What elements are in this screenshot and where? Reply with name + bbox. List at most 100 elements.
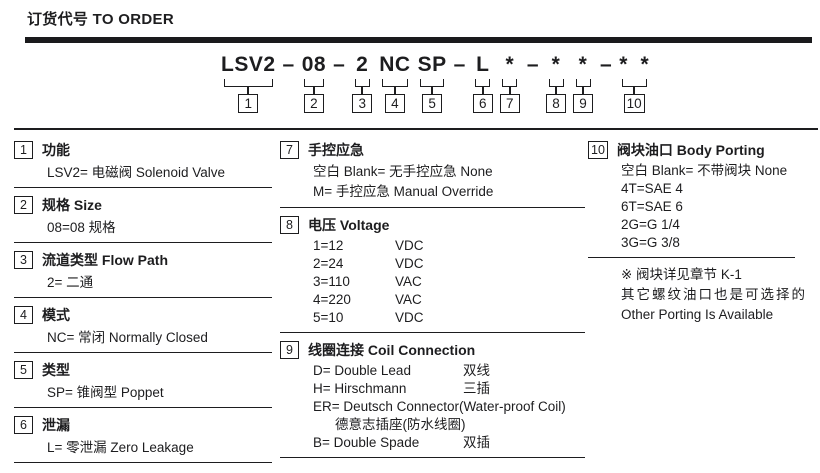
line-secondary-value: 双线: [463, 363, 490, 378]
dash-text: –: [282, 53, 295, 76]
header-divider-rule: [14, 128, 818, 130]
line-code-value: 1=12: [313, 238, 344, 253]
line-code-value: 3=110: [313, 274, 350, 289]
segment-text: L: [476, 53, 490, 76]
segment-text: *: [578, 53, 588, 76]
code-segment-8: *8: [546, 52, 566, 113]
item-title: 线圈连接 Coil Connection: [308, 342, 476, 358]
segment-number-box: 6: [472, 94, 493, 113]
item-title: 类型: [42, 362, 70, 378]
item-line: 08=08 规格: [47, 220, 116, 235]
segment-number-box: 10: [623, 94, 645, 113]
line-secondary-value: 三插: [463, 381, 490, 396]
item-number-box: 3: [14, 251, 33, 269]
line-secondary-value: 双插: [463, 435, 490, 450]
item-title: 手控应急: [308, 142, 364, 158]
line-secondary-value: VAC: [395, 292, 422, 307]
item-line: 2G=G 1/4: [621, 217, 680, 232]
segment-number-box: 4: [384, 94, 405, 113]
segment-bracket-line: [354, 79, 370, 87]
segment-number-box: 3: [352, 94, 373, 113]
legend-item-head: 8 电压 Voltage: [280, 215, 585, 235]
segment-text: 2: [356, 53, 369, 76]
item-line: 6T=SAE 6: [621, 199, 683, 214]
title-divider-bar: [25, 37, 812, 43]
line-code-value: 2=24: [313, 256, 344, 271]
legend-item-head: 7 手控应急: [280, 140, 585, 160]
segment-number-box: 7: [499, 94, 520, 113]
segment-stem-line: [633, 87, 635, 94]
dash-text: –: [600, 53, 613, 76]
item-line: H= Hirschmann 三插: [313, 380, 585, 398]
segment-stem-line: [313, 87, 315, 94]
code-segment-10: * * 10: [619, 52, 649, 113]
item-line: 2=24 VDC: [313, 255, 585, 273]
segment-number-box: 5: [422, 94, 443, 113]
item-title: 电压 Voltage: [308, 217, 390, 233]
segment-stem-line: [431, 87, 433, 94]
item-line: SP= 锥阀型 Poppet: [47, 385, 164, 400]
item-number-box: 8: [280, 216, 299, 234]
code-dash: –: [454, 52, 466, 77]
code-dash: –: [527, 52, 539, 77]
code-dash: –: [333, 52, 345, 77]
line-code-value: D= Double Lead: [313, 363, 411, 378]
segment-number-box: 8: [546, 94, 566, 113]
item-lines: L= 零泄漏 Zero Leakage: [47, 437, 272, 457]
item-line: 空白 Blank= 无手控应急 None: [313, 164, 493, 179]
item-number-box: 7: [280, 141, 299, 159]
item-title: 流道类型 Flow Path: [42, 252, 168, 268]
legend-item-head: 6 泄漏: [14, 415, 272, 435]
line-code-value: H= Hirschmann: [313, 381, 407, 396]
item-line: ER= Deutsch Connector(Water-proof Coil): [313, 399, 566, 414]
segment-text: * *: [619, 53, 650, 76]
segment-stem-line: [394, 87, 396, 94]
segment-text: LSV2: [221, 53, 276, 76]
item-line: L= 零泄漏 Zero Leakage: [47, 440, 194, 455]
segment-stem-line: [582, 87, 584, 94]
line-secondary-value: VDC: [395, 256, 424, 271]
segment-stem-line: [482, 87, 484, 94]
code-segment-1: LSV2 1: [221, 52, 276, 113]
note-line: ※ 阀块详见章节 K-1: [621, 267, 742, 282]
code-dash: –: [600, 52, 612, 77]
code-dash: –: [283, 52, 295, 77]
item-number-box: 10: [588, 141, 608, 159]
page-title: 订货代号 TO ORDER: [27, 11, 174, 28]
item-line: D= Double Lead 双线: [313, 362, 585, 380]
item-number-box: 2: [14, 196, 33, 214]
segment-stem-line: [361, 87, 364, 94]
code-segment-9: *9: [573, 52, 593, 113]
item-line: 德意志插座(防水线圈): [335, 417, 466, 432]
segment-number-box: 1: [238, 94, 259, 113]
segment-bracket-line: [223, 79, 274, 87]
item-lines: LSV2= 电磁阀 Solenoid Valve: [47, 162, 272, 182]
segment-bracket-line: [502, 79, 518, 87]
segment-bracket-line: [420, 79, 445, 87]
item-lines: SP= 锥阀型 Poppet: [47, 382, 272, 402]
item-lines: NC= 常闭 Normally Closed: [47, 327, 272, 347]
item-title: 泄漏: [42, 417, 70, 433]
item-number-box: 6: [14, 416, 33, 434]
